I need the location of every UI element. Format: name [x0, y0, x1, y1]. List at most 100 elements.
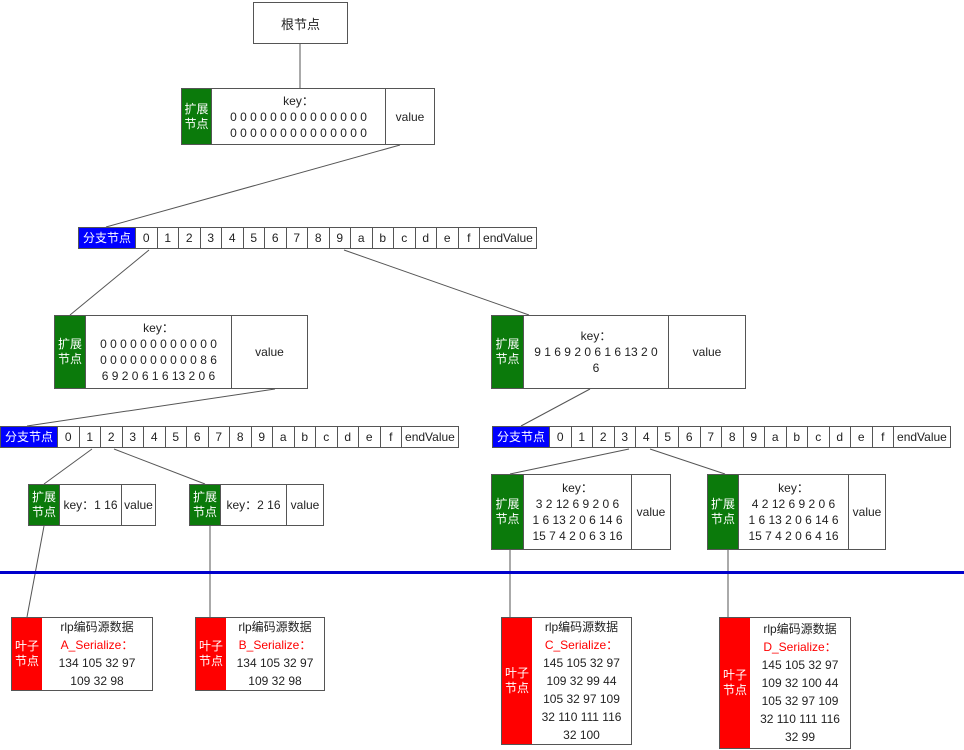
leaf-data-line: 134 105 32 97 — [236, 656, 314, 670]
extension-node-c: 扩展节点 key： 3 2 12 6 9 2 0 6 1 6 13 2 0 6 … — [491, 474, 671, 550]
key-line: 3 2 12 6 9 2 0 6 — [535, 497, 620, 511]
extension-tag: 扩展节点 — [708, 475, 738, 549]
branch-slot: 4 — [143, 427, 165, 447]
leaf-data-line: 145 105 32 97 — [761, 658, 839, 672]
extension-node-top: 扩展节点 key： 0 0 0 0 0 0 0 0 0 0 0 0 0 0 0 … — [181, 88, 435, 145]
leaf-title: rlp编码源数据 — [60, 620, 134, 634]
key-line: 0 0 0 0 0 0 0 0 0 0 0 0 0 0 — [230, 125, 367, 140]
value-cell: value — [231, 316, 307, 388]
leaf-serialize-name: C_Serialize： — [544, 638, 619, 652]
key-label: key： — [580, 329, 612, 343]
key-label: key： — [283, 93, 314, 108]
wire-ext-left-branch — [26, 388, 276, 427]
wire-branch2-b — [113, 448, 206, 485]
wire-branch4-d — [649, 448, 726, 475]
key-line: 15 7 4 2 0 6 4 16 — [748, 529, 839, 543]
value-cell: value — [286, 485, 323, 525]
wire-branch1-a — [43, 448, 93, 485]
branch-slot: 5 — [242, 228, 265, 248]
key-text: key：2 16 — [226, 498, 281, 512]
branch-slot: d — [828, 427, 851, 447]
leaf-tag: 叶子节点 — [502, 618, 532, 744]
leaf-serialize-name: B_Serialize： — [238, 638, 312, 652]
leaf-data-line: 32 110 111 116 — [541, 710, 622, 724]
key-line: 1 6 13 2 0 6 14 6 — [748, 513, 839, 527]
key-line: 4 2 12 6 9 2 0 6 — [751, 497, 836, 511]
branch-slot: 6 — [186, 427, 208, 447]
branch-tag: 分支节点 — [79, 228, 136, 248]
extension-tag-label: 扩展节点 — [710, 497, 735, 526]
branch-slot: f — [871, 427, 894, 447]
key-line: 1 6 13 2 0 6 14 6 — [532, 513, 623, 527]
branch-slot: e — [436, 228, 458, 248]
branch-slot: 8 — [307, 228, 329, 248]
leaf-tag-label: 叶子节点 — [198, 639, 223, 668]
branch-slot: b — [293, 427, 316, 447]
leaf-body: rlp编码源数据 A_Serialize： 134 105 32 97 109 … — [42, 618, 152, 690]
leaf-data-line: 32 99 — [784, 730, 816, 744]
leaf-data-line: 109 32 99 44 — [546, 674, 617, 688]
separator-line — [0, 571, 964, 574]
branch-slot: 0 — [135, 228, 157, 248]
leaf-data-line: 109 32 98 — [248, 674, 302, 688]
key-line: 0 0 0 0 0 0 0 0 0 0 0 0 0 0 — [230, 109, 367, 124]
leaf-tag: 叶子节点 — [720, 618, 750, 748]
branch-tag-label: 分支节点 — [497, 429, 546, 444]
value-label: value — [852, 505, 882, 519]
branch-slot: 6 — [678, 427, 700, 447]
leaf-body: rlp编码源数据 D_Serialize： 145 105 32 97 109 … — [750, 618, 850, 748]
branch-slot: 3 — [121, 427, 144, 447]
leaf-node-d: 叶子节点 rlp编码源数据 D_Serialize： 145 105 32 97… — [719, 617, 851, 749]
branch-slot: 9 — [250, 427, 273, 447]
leaf-body: rlp编码源数据 B_Serialize： 134 105 32 97 109 … — [226, 618, 324, 690]
branch-slot: 4 — [635, 427, 657, 447]
key-line: 0 0 0 0 0 0 0 0 0 0 8 6 — [100, 353, 217, 367]
branch-slot: 6 — [264, 228, 286, 248]
branch-slot: 1 — [570, 427, 593, 447]
key-cell: key： 9 1 6 9 2 0 6 1 6 13 2 0 6 — [523, 316, 668, 388]
branch-slot: d — [414, 228, 437, 248]
leaf-data-line: 109 32 100 44 — [761, 676, 839, 690]
value-label: value — [124, 498, 153, 512]
key-line: 15 7 4 2 0 6 3 16 — [532, 529, 623, 543]
extension-tag-label: 扩展节点 — [184, 101, 209, 131]
key-cell: key：1 16 — [59, 485, 121, 525]
leaf-tag-label: 叶子节点 — [504, 666, 529, 695]
extension-tag-label: 扩展节点 — [495, 497, 520, 526]
branch-tag: 分支节点 — [493, 427, 550, 447]
extension-tag-label: 扩展节点 — [31, 490, 56, 519]
extension-tag: 扩展节点 — [29, 485, 59, 525]
extension-node-b: 扩展节点 key：2 16 value — [189, 484, 324, 526]
wire-branch3-c — [509, 448, 630, 475]
value-cell: value — [385, 89, 434, 144]
leaf-data-line: 32 110 111 116 — [760, 712, 840, 726]
branch-slot: 2 — [592, 427, 614, 447]
leaf-node-a: 叶子节点 rlp编码源数据 A_Serialize： 134 105 32 97… — [11, 617, 153, 691]
root-node: 根节点 — [253, 2, 348, 44]
key-text: key：1 16 — [63, 498, 118, 512]
branch-slot: e — [358, 427, 380, 447]
leaf-title: rlp编码源数据 — [544, 620, 619, 634]
branch-slot: c — [807, 427, 829, 447]
key-line: 0 0 0 0 0 0 0 0 0 0 0 0 — [100, 337, 217, 351]
extension-tag: 扩展节点 — [492, 475, 523, 549]
leaf-data-line: 105 32 97 109 — [543, 692, 620, 706]
value-cell: value — [121, 485, 155, 525]
key-cell: key： 4 2 12 6 9 2 0 6 1 6 13 2 0 6 14 6 … — [738, 475, 848, 549]
leaf-title: rlp编码源数据 — [238, 620, 312, 634]
branch-slot: 4 — [221, 228, 243, 248]
extension-tag-label: 扩展节点 — [192, 490, 217, 519]
key-line: 9 1 6 9 2 0 6 1 6 13 2 0 — [534, 345, 658, 359]
branch-slot: a — [350, 228, 372, 248]
key-line: 6 — [592, 361, 600, 375]
leaf-node-b: 叶子节点 rlp编码源数据 B_Serialize： 134 105 32 97… — [195, 617, 325, 691]
branch-slot: b — [371, 228, 394, 248]
branch-slot: 0 — [57, 427, 79, 447]
branch-slot: 0 — [549, 427, 571, 447]
leaf-serialize-name: D_Serialize： — [763, 640, 837, 654]
extension-node-right: 扩展节点 key： 9 1 6 9 2 0 6 1 6 13 2 0 6 val… — [491, 315, 746, 389]
leaf-tag-label: 叶子节点 — [722, 668, 747, 697]
root-label: 根节点 — [280, 16, 320, 32]
